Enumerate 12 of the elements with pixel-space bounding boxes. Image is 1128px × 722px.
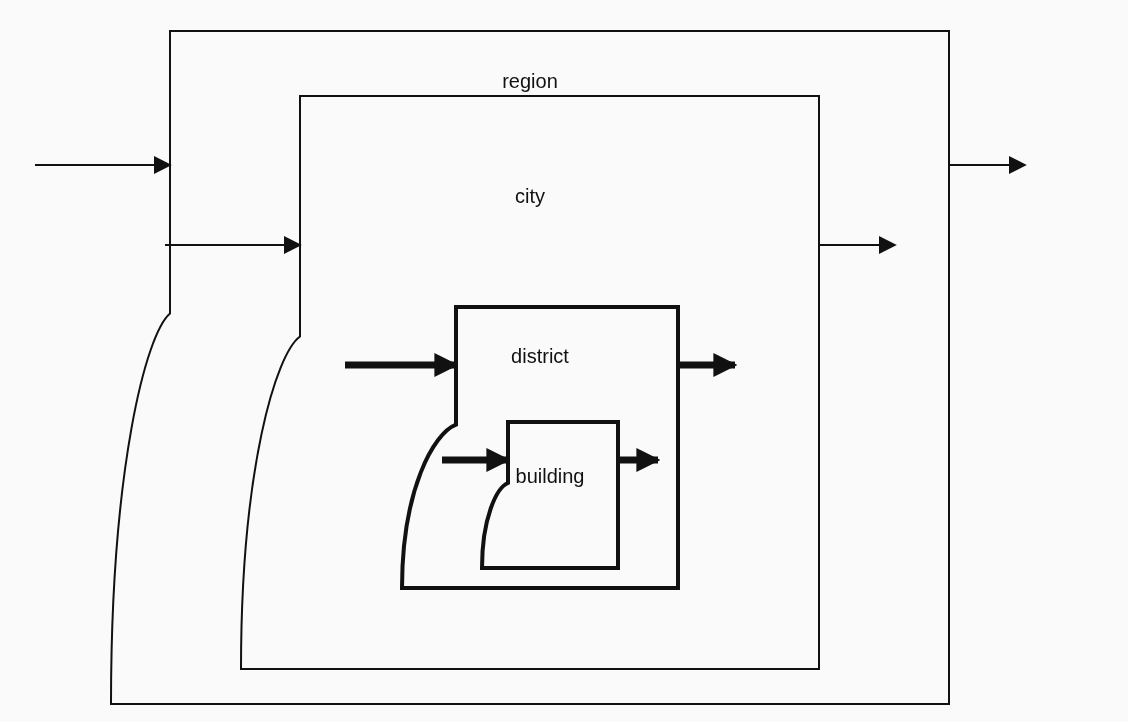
nested-area	[480, 420, 620, 570]
area-label: building	[515, 465, 585, 487]
nested-area	[240, 95, 820, 670]
arrow	[164, 236, 302, 254]
area-label: region	[502, 70, 558, 92]
arrow	[949, 156, 1027, 174]
nested-area	[400, 305, 680, 590]
area-label: district	[511, 345, 569, 367]
nested-area	[110, 30, 950, 705]
arrow	[819, 236, 897, 254]
arrow	[34, 156, 172, 174]
area-label: city	[515, 185, 545, 207]
